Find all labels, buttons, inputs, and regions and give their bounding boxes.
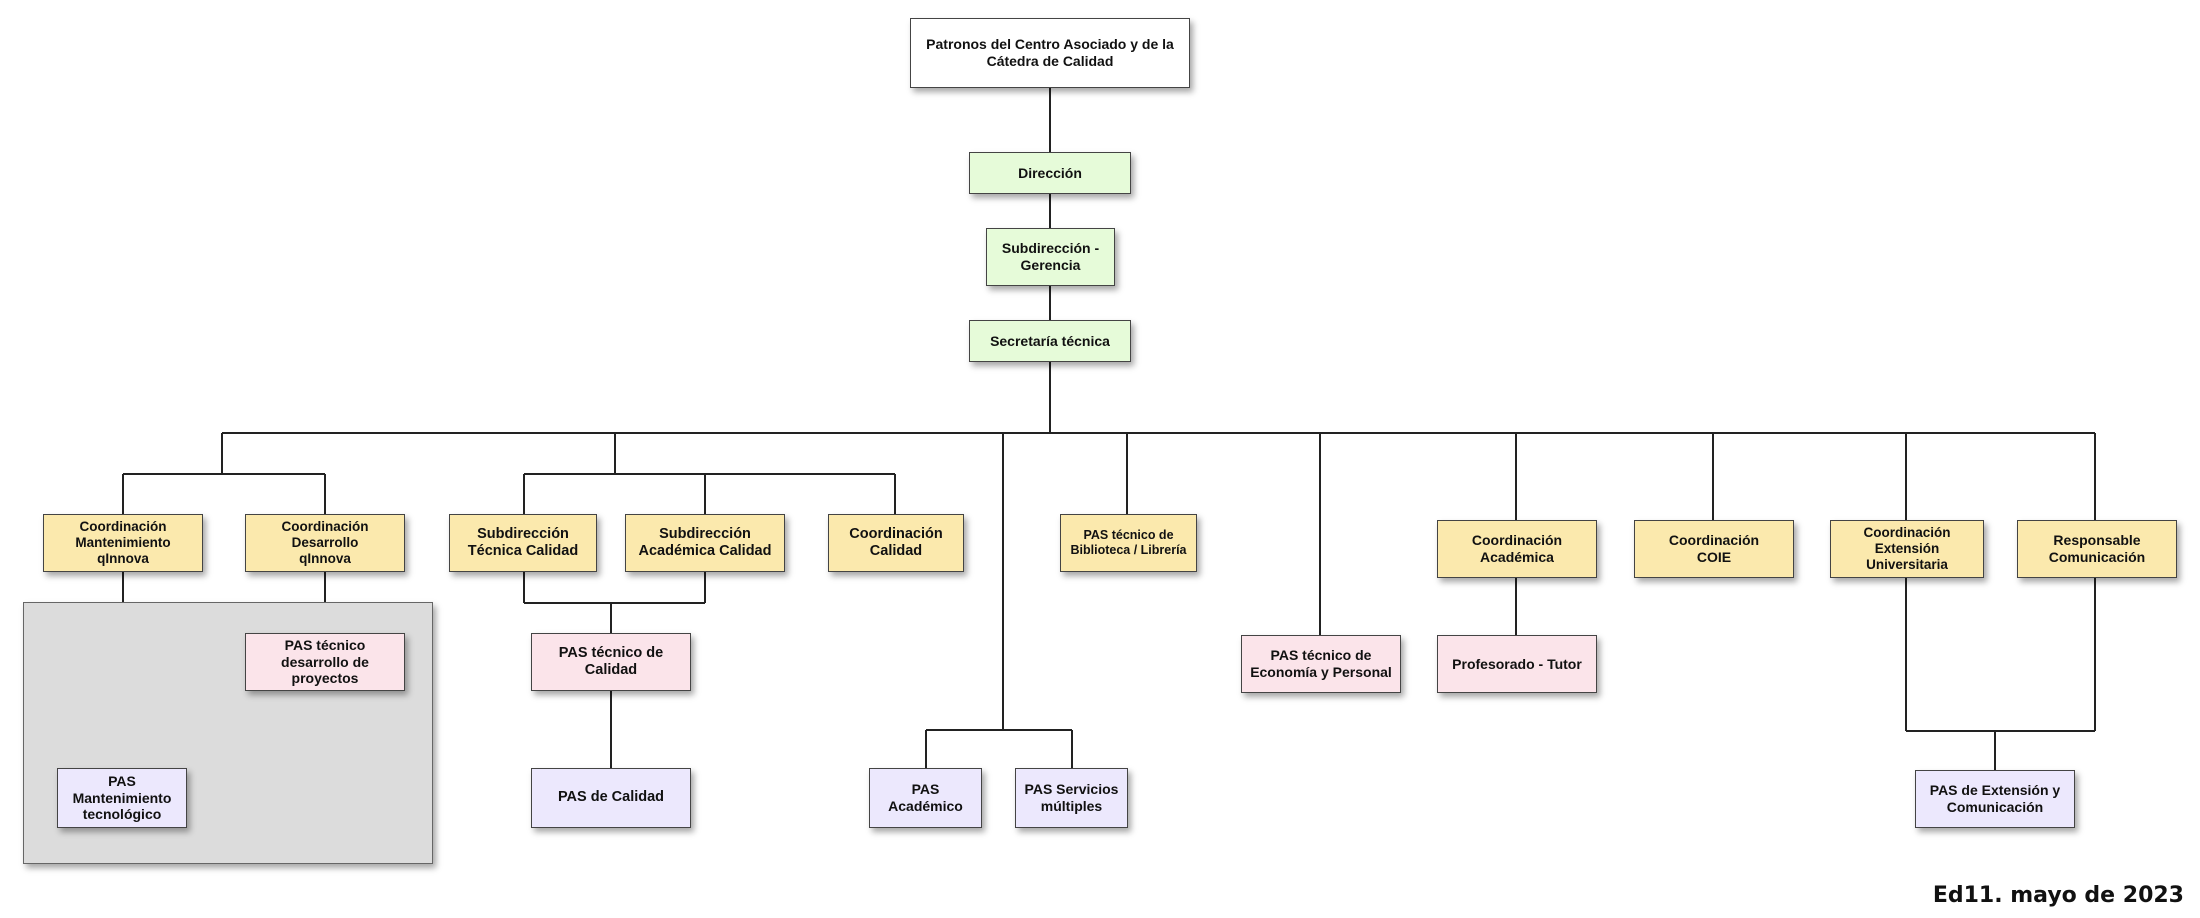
node-direccion: Dirección [969,152,1131,194]
node-pas-tecnico-desarrollo: PAS técnico desarrollo de proyectos [245,633,405,691]
node-coord-desarrollo: Coordinación Desarrollo qInnova [245,514,405,572]
node-subdir-academica-calidad: Subdirección Académica Calidad [625,514,785,572]
node-pas-servicios: PAS Servicios múltiples [1015,768,1128,828]
node-secretaria-tecnica: Secretaría técnica [969,320,1131,362]
node-coord-calidad: Coordinación Calidad [828,514,964,572]
node-pas-economia: PAS técnico de Economía y Personal [1241,635,1401,693]
node-patronos: Patronos del Centro Asociado y de la Cát… [910,18,1190,88]
node-coord-coie: Coordinación COIE [1634,520,1794,578]
node-coord-mantenimiento: Coordinación Mantenimiento qInnova [43,514,203,572]
node-pas-extension: PAS de Extensión y Comunicación [1915,770,2075,828]
node-profesorado-tutor: Profesorado - Tutor [1437,635,1597,693]
node-responsable-comunicacion: Responsable Comunicación [2017,520,2177,578]
node-pas-mantenimiento: PAS Mantenimiento tecnológico [57,768,187,828]
node-subdireccion-gerencia: Subdirección - Gerencia [986,228,1115,286]
node-pas-calidad: PAS de Calidad [531,768,691,828]
node-pas-biblioteca: PAS técnico de Biblioteca / Librería [1060,514,1197,572]
node-coord-extension: Coordinación Extensión Universitaria [1830,520,1984,578]
node-pas-tecnico-calidad: PAS técnico de Calidad [531,633,691,691]
node-pas-academico: PAS Académico [869,768,982,828]
node-subdir-tecnica-calidad: Subdirección Técnica Calidad [449,514,597,572]
edition-footer: Ed11. mayo de 2023 [1932,883,2184,908]
node-coord-academica: Coordinación Académica [1437,520,1597,578]
